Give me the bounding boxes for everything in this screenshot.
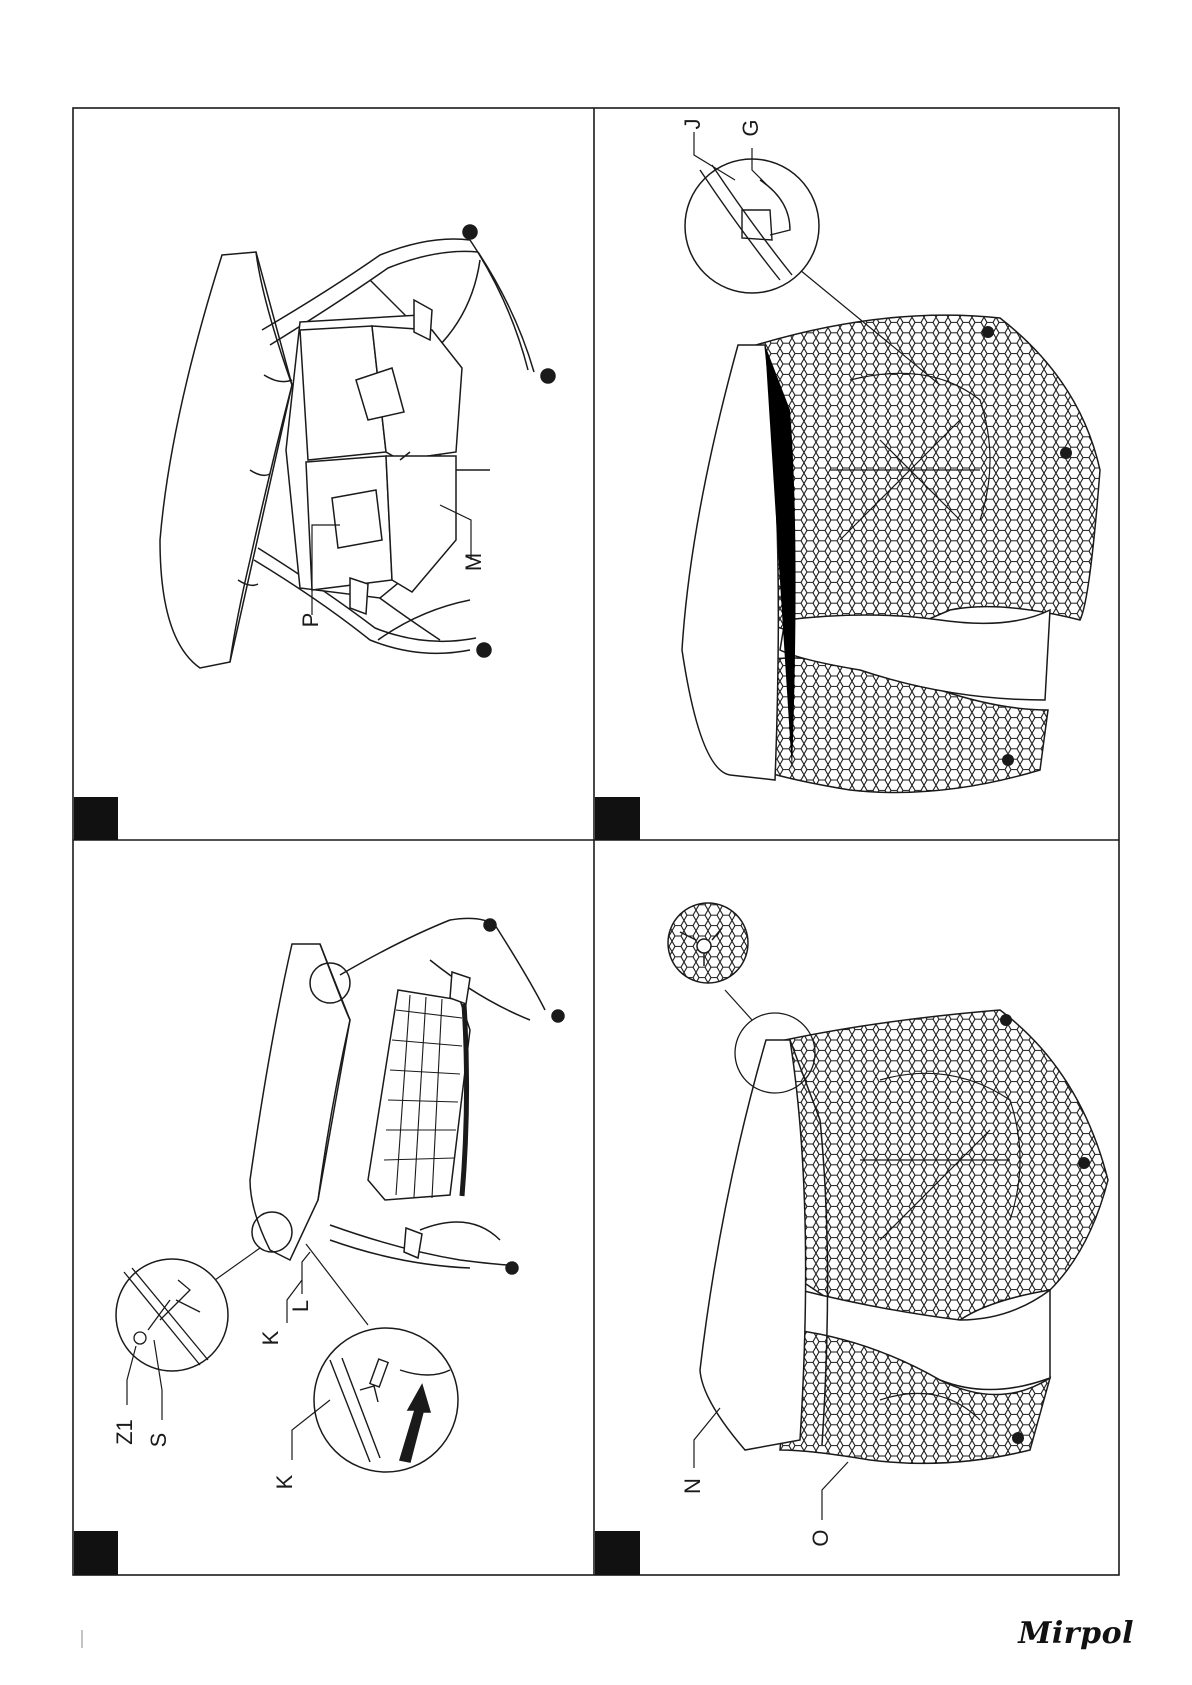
frame-assembly-illustration [116, 918, 564, 1472]
step-badge-top-left [74, 797, 118, 840]
part-label-k-detail: K [272, 1474, 297, 1489]
part-label-g: G [738, 119, 763, 136]
step-badge-bottom-left [74, 1531, 118, 1575]
mirpol-logo: Mirpol [994, 1616, 1134, 1656]
part-label-l: L [288, 1300, 313, 1312]
step-badge-bottom-right [595, 1531, 640, 1575]
part-label-o: O [808, 1529, 833, 1546]
page-number [70, 1628, 94, 1652]
part-label-j: J [680, 119, 705, 130]
canopy-mesh-cover-illustration [668, 903, 1108, 1520]
swing-with-cushions-illustration [160, 225, 555, 668]
part-label-p: P [298, 613, 323, 628]
step-badge-top-right [595, 797, 640, 840]
part-label-k: K [258, 1330, 283, 1345]
swing-with-mesh-cover-illustration [682, 132, 1100, 793]
part-label-n: N [680, 1478, 705, 1494]
part-label-s: S [146, 1433, 171, 1448]
part-label-m: M [461, 553, 486, 571]
part-label-z1: Z1 [112, 1419, 137, 1445]
